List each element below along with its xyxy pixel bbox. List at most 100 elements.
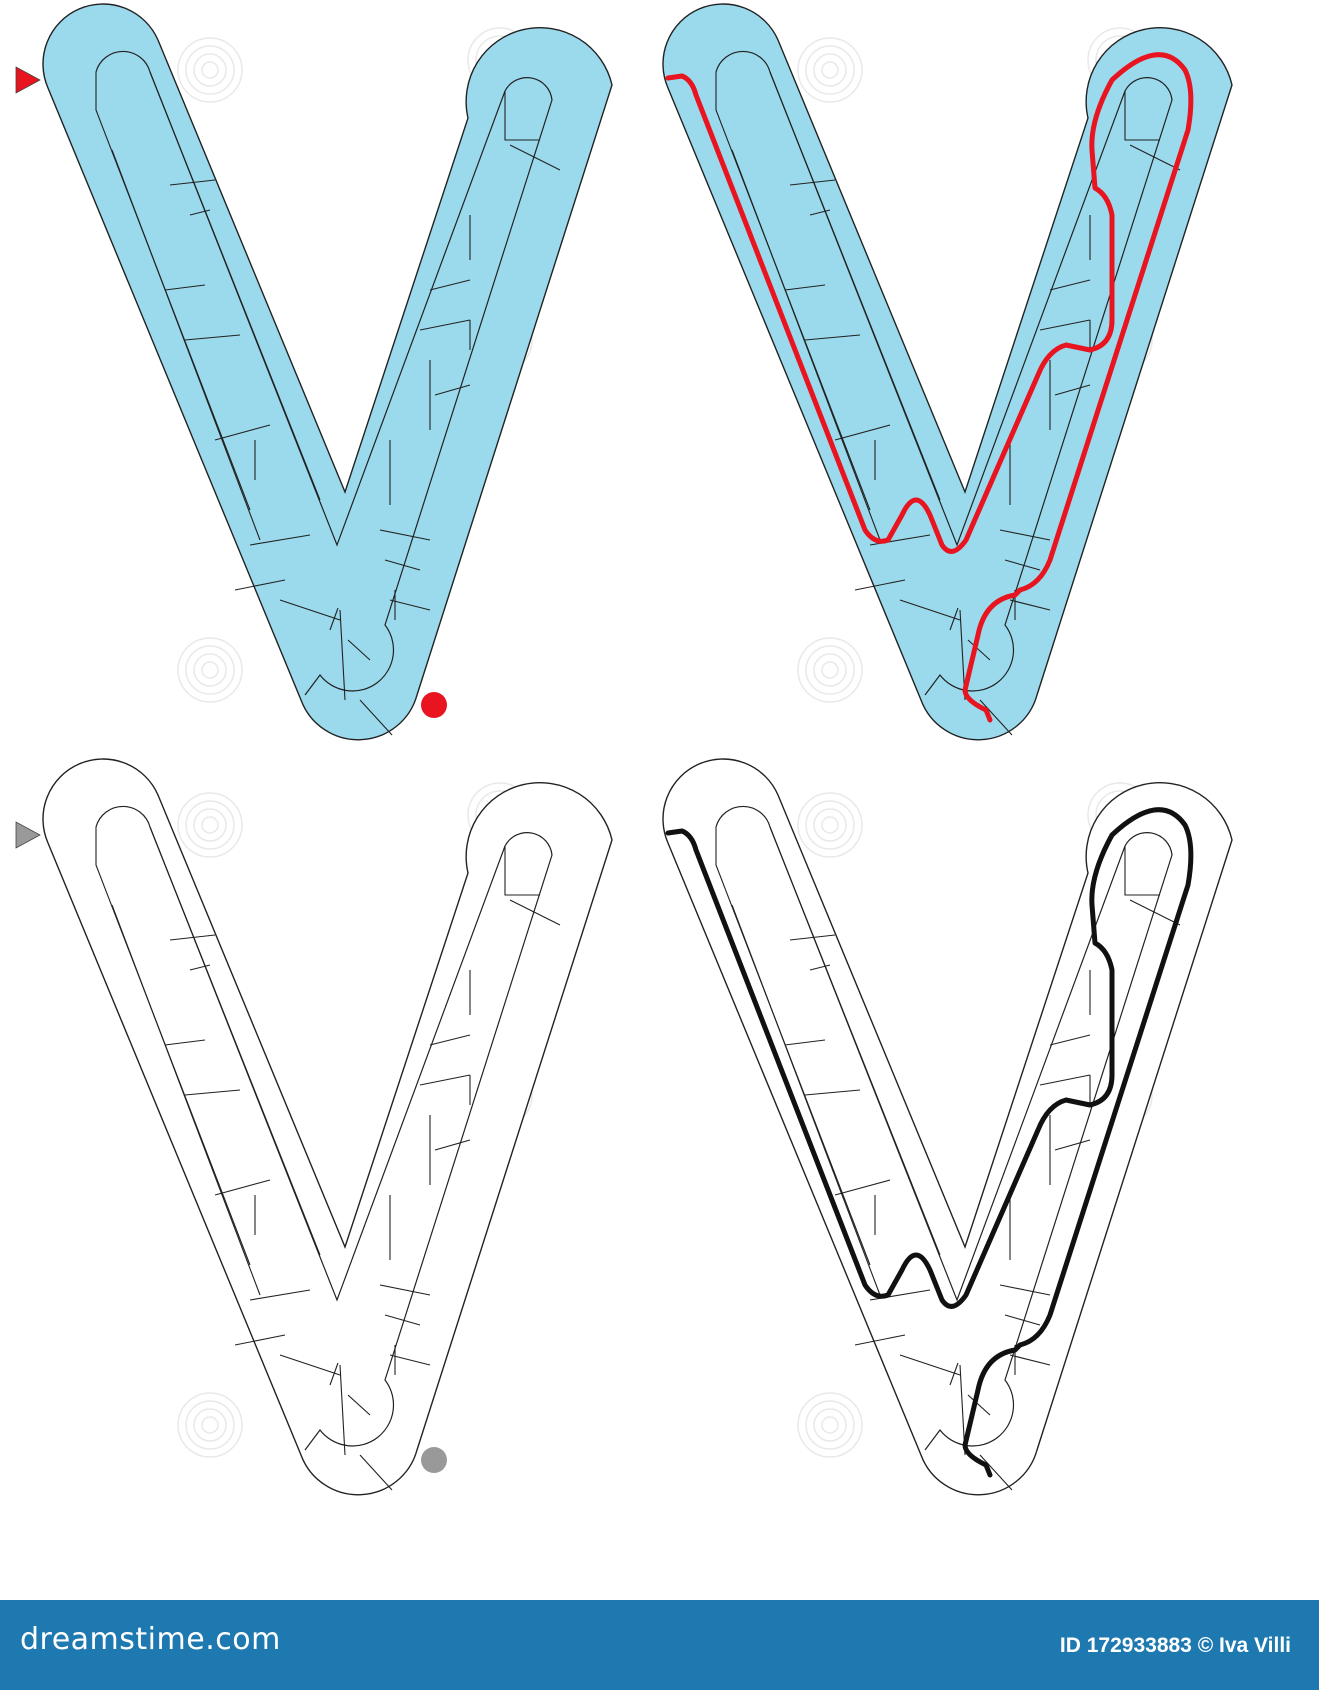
maze-wall <box>784 1039 826 1046</box>
maze-wall <box>164 1039 206 1046</box>
maze-wall <box>184 334 241 341</box>
watermark-spiral-icon <box>797 1392 863 1458</box>
watermark-spiral-icon <box>797 637 863 703</box>
maze-wall <box>715 827 871 1266</box>
maze-inner-wall <box>95 805 553 1451</box>
maze-wall <box>234 1334 286 1346</box>
maze-wall <box>339 1364 346 1456</box>
maze-wall <box>111 149 261 541</box>
maze-wall <box>834 424 891 441</box>
maze-wall <box>429 1034 471 1046</box>
maze-wall <box>249 1289 311 1301</box>
maze-wall <box>111 904 261 1296</box>
maze-wall <box>731 904 881 1296</box>
maze-wall <box>389 1354 431 1366</box>
maze-wall <box>731 149 881 541</box>
watermark-spiral-icon <box>797 792 863 858</box>
maze-wall <box>949 607 959 631</box>
maze-wall <box>384 559 421 571</box>
maze-wall <box>854 579 906 591</box>
maze-wall <box>329 1362 339 1386</box>
maze-wall <box>504 91 540 141</box>
watermark-spiral-icon <box>177 37 243 103</box>
maze-inner-wall <box>715 805 1173 1451</box>
maze-outline-wall <box>662 758 1233 1496</box>
maze-wall <box>359 699 393 736</box>
maze-outline-wall <box>42 3 613 741</box>
maze-wall <box>434 384 471 396</box>
maze-wall <box>769 826 941 1256</box>
maze-wall <box>279 1354 341 1376</box>
maze-stage <box>15 3 1233 1496</box>
maze-wall <box>149 71 321 501</box>
maze-wall <box>1049 279 1091 291</box>
maze-wall <box>339 609 346 701</box>
maze-wall <box>419 1074 471 1086</box>
watermark-spiral-icon <box>177 1392 243 1458</box>
maze-wall <box>95 827 251 1266</box>
maze-wall <box>715 72 871 511</box>
maze-wall <box>804 1089 861 1096</box>
maze-wall <box>809 209 831 216</box>
maze-wall <box>967 639 991 661</box>
maze-wall <box>809 964 831 971</box>
maze-wall <box>1054 1139 1091 1151</box>
maze-colored-solution <box>662 3 1233 741</box>
maze-wall <box>169 179 216 186</box>
maze-wall <box>1039 1074 1091 1086</box>
image-credit: ID 172933883 © Iva Villi <box>1059 1634 1291 1657</box>
maze-outline-wall <box>42 758 613 1496</box>
maze-wall <box>189 964 211 971</box>
maze-wall <box>789 179 836 186</box>
maze-wall <box>359 1454 393 1491</box>
maze-outline-solution <box>662 758 1233 1496</box>
maze-wall <box>384 1314 421 1326</box>
maze-wall <box>347 639 371 661</box>
maze-wall <box>769 71 941 501</box>
maze-wall <box>214 1179 271 1196</box>
maze-wall <box>1054 384 1091 396</box>
maze-wall <box>234 579 286 591</box>
watermark-spiral-icon <box>177 792 243 858</box>
maze-wall <box>249 534 311 546</box>
maze-wall <box>834 1179 891 1196</box>
maze-wall <box>1124 91 1160 141</box>
maze-outline-wall <box>662 3 1233 741</box>
finish-dot-icon <box>421 692 447 718</box>
maze-wall <box>95 72 251 511</box>
watermark-spiral-icon <box>177 637 243 703</box>
maze-wall <box>214 424 271 441</box>
maze-wall <box>279 599 341 621</box>
maze-wall <box>1004 559 1041 571</box>
maze-wall <box>784 284 826 291</box>
maze-wall <box>429 279 471 291</box>
maze-wall <box>1004 1314 1041 1326</box>
maze-wall <box>504 846 540 896</box>
maze-wall <box>1124 846 1160 896</box>
maze-wall <box>967 1394 991 1416</box>
finish-dot-icon <box>421 1447 447 1473</box>
solution-path <box>665 52 1194 723</box>
footer-bar: dreamstime.com ID 172933883 © Iva Villi <box>0 1600 1319 1690</box>
maze-wall <box>999 1284 1051 1296</box>
maze-wall <box>169 934 216 941</box>
maze-wall <box>419 319 471 331</box>
maze-inner-wall <box>95 50 553 696</box>
maze-wall <box>979 1454 1013 1491</box>
maze-wall <box>329 607 339 631</box>
maze-wall <box>149 826 321 1256</box>
maze-wall <box>1039 319 1091 331</box>
maze-wall <box>1009 599 1051 611</box>
maze-wall <box>164 284 206 291</box>
maze-colored <box>15 3 613 741</box>
maze-wall <box>899 599 961 621</box>
maze-wall <box>509 144 561 171</box>
maze-outline <box>15 758 613 1496</box>
maze-wall <box>789 934 836 941</box>
maze-wall <box>379 529 431 541</box>
brand-logo-text[interactable]: dreamstime.com <box>20 1622 281 1657</box>
maze-wall <box>434 1139 471 1151</box>
watermark-spiral-icon <box>797 37 863 103</box>
maze-wall <box>389 599 431 611</box>
maze-wall <box>804 334 861 341</box>
